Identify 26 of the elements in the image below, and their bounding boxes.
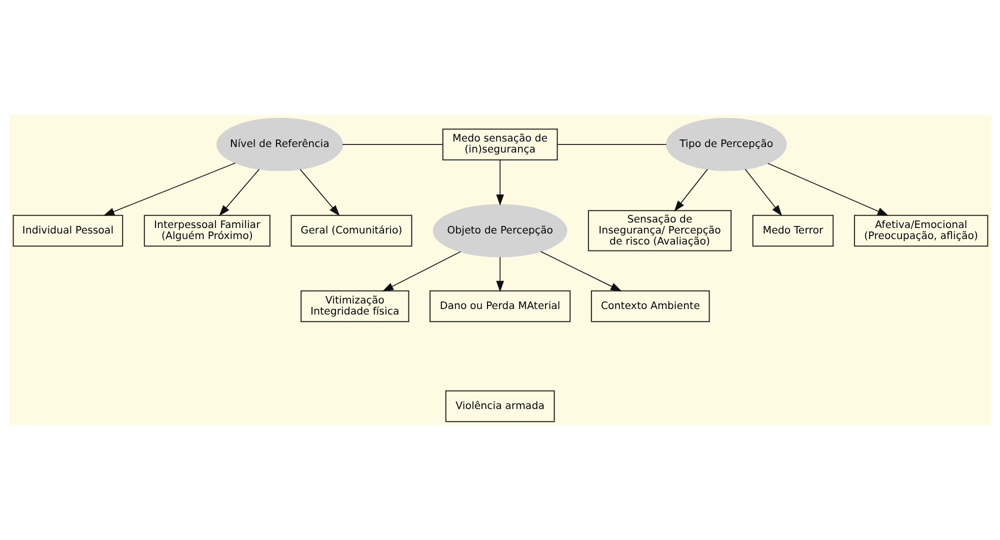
arrow — [299, 168, 340, 216]
node-box: Dano ou Perda MAterial — [429, 290, 570, 322]
node-box: Contexto Ambiente — [590, 290, 710, 322]
connector — [556, 144, 666, 145]
arrow — [218, 168, 260, 216]
arrow — [540, 251, 622, 292]
node-ellipse: Tipo de Percepção — [666, 118, 786, 172]
arrow — [496, 160, 504, 206]
node-ellipse: Nível de Referência — [216, 118, 342, 172]
node-box: Violência armada — [444, 390, 554, 422]
node-ellipse: Objeto de Percepção — [432, 204, 567, 258]
node-box: Interpessoal Familiar (Alguém Próximo) — [143, 214, 270, 247]
node-box: Afetiva/Emocional (Preocupação, aflição) — [853, 214, 988, 247]
arrow — [382, 251, 460, 292]
arrow — [102, 162, 236, 216]
arrow — [674, 168, 708, 212]
arrow — [496, 256, 504, 292]
node-box: Medo Terror — [752, 214, 834, 247]
node-box: Geral (Comunitário) — [290, 214, 412, 247]
connector — [342, 144, 442, 145]
arrow — [744, 168, 782, 216]
node-box: Individual Pessoal — [12, 214, 123, 247]
node-box: Medo sensação de (in)segurança — [442, 128, 558, 160]
node-box: Vitimização Integridade física — [300, 290, 409, 322]
node-box: Sensação de Insegurança/ Percepção de risco (Avaliação) — [587, 210, 732, 252]
arrow — [766, 162, 888, 216]
